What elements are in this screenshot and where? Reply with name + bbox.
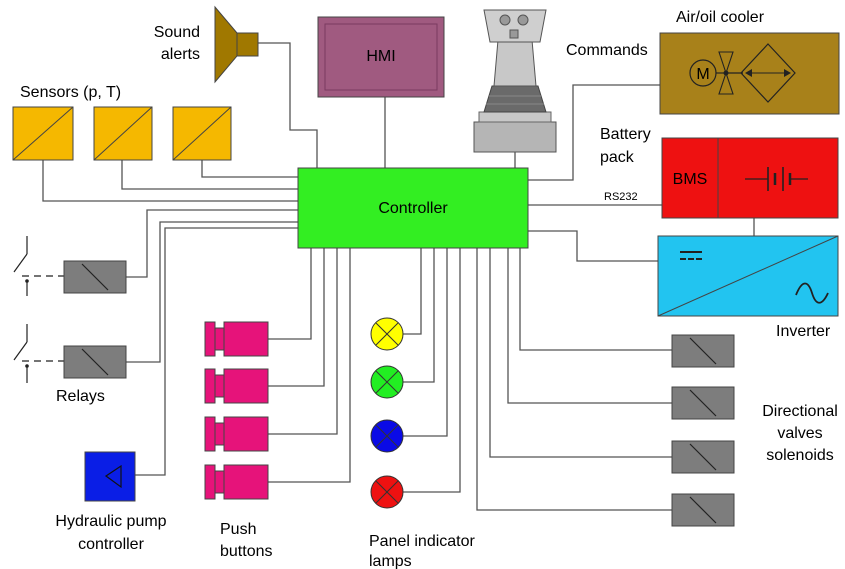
lamp-yellow: [370, 317, 404, 351]
lamp-green: [370, 365, 404, 399]
motor-symbol: M: [696, 66, 709, 83]
relay-1: [63, 260, 127, 294]
hmi-label: HMI: [366, 48, 395, 65]
lamps-label-line1: Panel indicator: [369, 533, 476, 550]
controller-label: Controller: [378, 200, 448, 217]
hmi-block: HMI: [317, 16, 445, 98]
cooler-block: M: [659, 32, 840, 115]
battery-block: BMS: [661, 137, 839, 219]
push-label-line1: Push: [220, 521, 256, 538]
battery-label-line2: pack: [600, 149, 635, 166]
wiring: [42, 42, 755, 511]
relays-label: Relays: [56, 388, 105, 405]
valves-label-line3: solenoids: [766, 447, 834, 464]
speaker-icon: [214, 5, 259, 84]
lamps-label-line2: lamps: [369, 553, 412, 569]
push-button-4: [204, 464, 269, 500]
push-button-2: [204, 368, 269, 404]
commands-label: Commands: [566, 42, 648, 59]
lamp-red: [370, 475, 404, 509]
bms-label: BMS: [673, 171, 708, 188]
inverter-block: [657, 235, 839, 317]
pump-controller-block: [84, 451, 136, 502]
push-button-3: [204, 416, 269, 452]
sensors-label: Sensors (p, T): [20, 84, 121, 101]
solenoid-3: [671, 440, 735, 474]
push-button-1: [204, 321, 269, 357]
ac-symbol-icon: [795, 282, 829, 304]
valves-label-line1: Directional: [762, 403, 838, 420]
battery-cell-icon: [745, 167, 808, 191]
solenoid-4: [671, 493, 735, 527]
joystick-icon: [473, 9, 557, 153]
sensor-3: [172, 106, 232, 161]
battery-label-line1: Battery: [600, 126, 651, 143]
cooler-label: Air/oil cooler: [676, 9, 765, 26]
relay-switch-2: [13, 324, 64, 383]
sound-alerts-label-line2: alerts: [161, 46, 200, 63]
sensor-2: [93, 106, 153, 161]
pump-label-line2: controller: [78, 536, 144, 553]
sound-alerts-label-line1: Sound: [154, 24, 200, 41]
controller-block: Controller: [297, 167, 529, 249]
solenoid-1: [671, 334, 735, 368]
relay-2: [63, 345, 127, 379]
push-label-line2: buttons: [220, 543, 272, 560]
lamp-blue: [370, 419, 404, 453]
valves-label-line2: valves: [777, 425, 822, 442]
inverter-label: Inverter: [776, 323, 831, 340]
solenoid-2: [671, 386, 735, 420]
relay-switch-1: [13, 236, 64, 296]
dc-symbol-icon: [680, 251, 702, 260]
rs232-label: RS232: [604, 191, 638, 203]
sensor-1: [12, 106, 74, 161]
pump-label-line1: Hydraulic pump: [55, 513, 166, 530]
